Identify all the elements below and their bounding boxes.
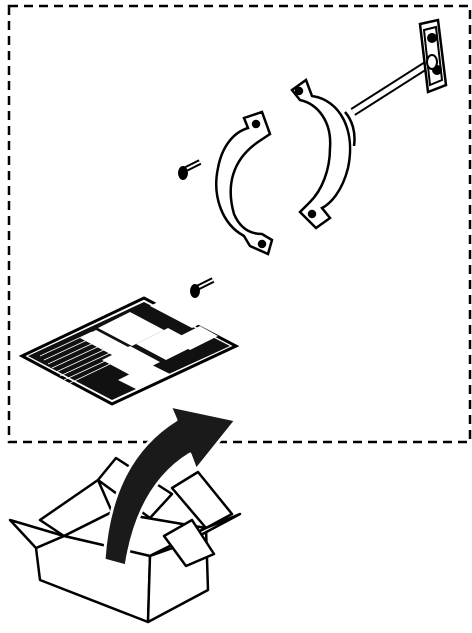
- screw-lower: [191, 280, 213, 297]
- instruction-leaflet: [22, 298, 236, 404]
- screw-upper: [179, 162, 200, 179]
- pipe-clamp-half-front: [216, 112, 272, 254]
- pipe-clamp-half-back: [292, 80, 355, 228]
- wall-bracket: [353, 20, 446, 112]
